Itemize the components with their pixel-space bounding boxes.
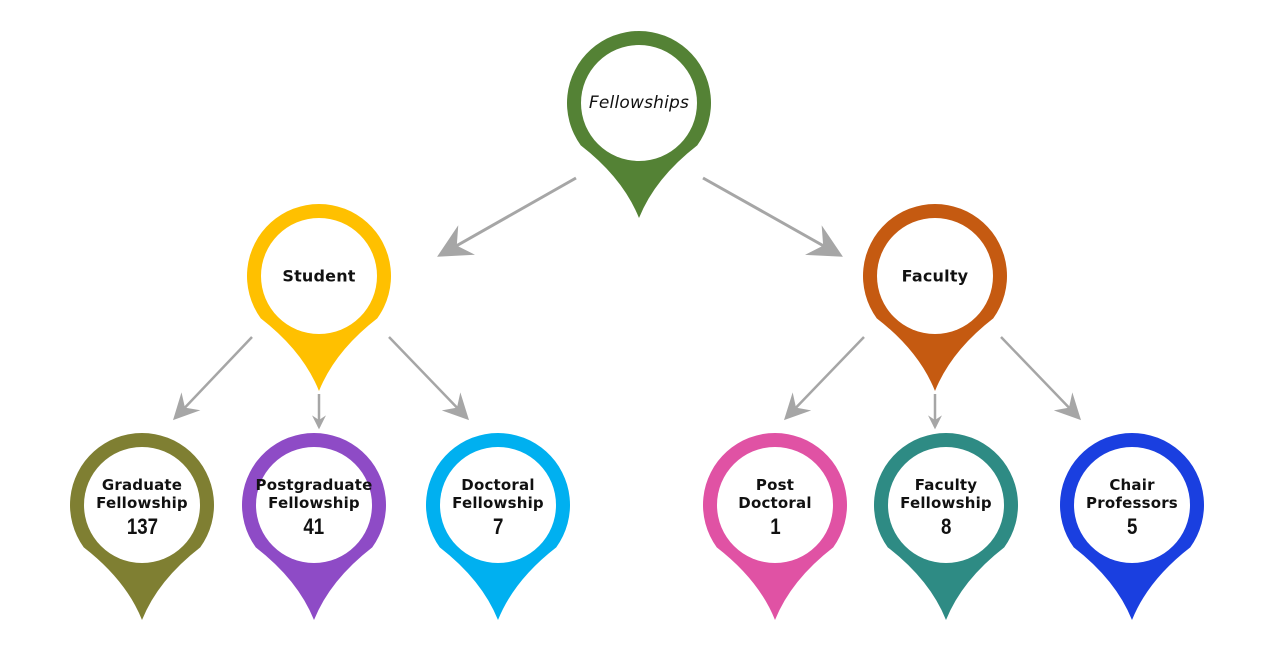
pin-faculty <box>863 203 1007 391</box>
pin-graduate <box>70 433 215 620</box>
arrow-faculty-to-chair-professors <box>1000 336 1082 421</box>
arrow-faculty-to-post-doctoral <box>783 336 865 421</box>
arrow-student-to-doctoral <box>388 336 470 421</box>
pin-inner-circle <box>888 447 1004 563</box>
pin-inner-circle <box>256 447 372 563</box>
label-fellowships: Fellowships <box>589 93 689 113</box>
node-title-line: Chair <box>1109 475 1155 494</box>
arrow-student-to-graduate <box>173 336 253 421</box>
connector-arrows <box>173 176 1082 430</box>
label-student: Student <box>282 266 355 285</box>
arrow-fellowships-to-faculty <box>702 176 843 257</box>
node-title-line: Doctoral <box>738 493 812 512</box>
pin-inner-circle <box>581 45 697 161</box>
node-title-line: Professors <box>1086 493 1178 512</box>
node-title-line: Doctoral <box>461 475 535 494</box>
node-title-line: Graduate <box>101 475 183 494</box>
node-count: 5 <box>1126 513 1138 539</box>
pin-inner-circle <box>261 218 377 334</box>
node-title: Student <box>282 266 356 286</box>
node-count: 7 <box>492 513 504 539</box>
node-title-line: Faculty <box>914 475 978 494</box>
node-count: 41 <box>303 513 325 539</box>
pin-inner-circle <box>717 447 833 563</box>
node-title-line: Fellowship <box>96 493 188 512</box>
node-title: Faculty <box>901 266 969 286</box>
pin-inner-circle <box>440 447 556 563</box>
pin-inner-circle <box>1074 447 1190 563</box>
node-count: 137 <box>126 513 158 539</box>
pin-fellowships <box>566 30 712 219</box>
node-title-line: Fellowship <box>268 493 360 512</box>
pin-chair-professors <box>1060 433 1204 620</box>
pin-postgraduate <box>241 433 386 620</box>
pin-student <box>247 204 391 391</box>
label-faculty: Faculty <box>902 266 969 285</box>
pin-faculty-fellowship <box>873 432 1019 620</box>
node-count: 1 <box>769 513 781 539</box>
pin-post-doctoral <box>703 432 848 620</box>
node-title-line: Postgraduate <box>255 475 373 494</box>
arrow-fellowships-to-student <box>437 176 577 257</box>
pin-doctoral <box>425 433 570 620</box>
pin-inner-circle <box>84 447 200 563</box>
node-count: 8 <box>940 513 952 539</box>
pin-inner-circle <box>877 218 993 334</box>
node-title-line: Fellowship <box>452 493 544 512</box>
node-title: Fellowships <box>588 92 690 113</box>
node-title-line: Post <box>755 475 795 494</box>
node-title-line: Fellowship <box>900 493 992 512</box>
pin-nodes <box>70 30 1204 620</box>
